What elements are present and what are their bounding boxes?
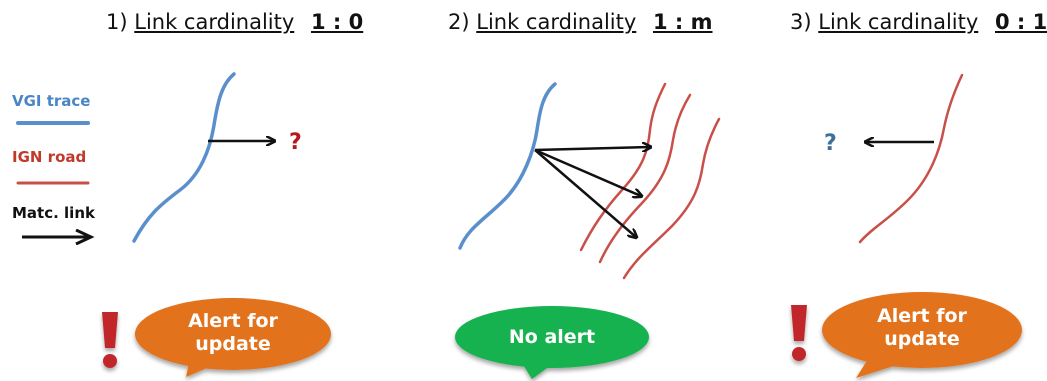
panel-1-exclamation-icon <box>102 312 118 368</box>
panel-3-alert-bubble <box>822 292 1022 378</box>
legend-ign-label: IGN road <box>12 148 87 166</box>
panel-2-bubble-text: No alert <box>472 326 632 349</box>
panel-2-vgi-trace <box>458 82 557 250</box>
panel-3-bubble-line1: Alert for <box>877 305 967 327</box>
panel-3-bubble-line2: update <box>884 328 960 350</box>
panel-2-no-alert-bubble <box>455 306 649 379</box>
panel-3-number: 3) <box>790 10 812 34</box>
panel-1-cardinality: 1 : 0 <box>310 10 364 34</box>
panel-2-link-arrow-3 <box>534 149 636 237</box>
panel-2-bubble-line1: No alert <box>508 326 596 348</box>
panel-3-bubble-text: Alert for update <box>842 305 1002 351</box>
panel-3-label: Link cardinality <box>818 10 979 34</box>
panel-2-link-arrow-1 <box>534 147 650 150</box>
panel-2-label: Link cardinality <box>476 10 637 34</box>
panel-1-label: Link cardinality <box>134 10 295 34</box>
panel-1-number: 1) <box>106 10 128 34</box>
panel-2-ign-road-2 <box>598 93 692 264</box>
panel-1-question-mark: ? <box>289 130 302 155</box>
panel-1-title: 1) Link cardinality 1 : 0 <box>106 10 363 34</box>
panel-3-ign-road <box>858 73 964 244</box>
panel-2-title: 2) Link cardinality 1 : m <box>448 10 713 34</box>
panel-1-bubble-line2: update <box>195 333 271 355</box>
panel-1-vgi-trace <box>132 72 236 243</box>
panel-2-ign-road-3 <box>622 117 721 280</box>
panel-2-number: 2) <box>448 10 470 34</box>
panel-2-link-arrow-2 <box>534 148 641 196</box>
panel-2-cardinality: 1 : m <box>652 10 713 34</box>
panel-1-bubble-text: Alert for update <box>153 310 313 356</box>
panel-1-bubble-line1: Alert for <box>188 310 278 332</box>
panel-3-cardinality: 0 : 1 <box>994 10 1047 34</box>
legend-vgi-label: VGI trace <box>12 92 91 110</box>
panel-1-alert-bubble <box>135 298 331 377</box>
panel-3-exclamation-icon <box>791 305 807 361</box>
legend-link-label: Matc. link <box>12 204 95 222</box>
panel-3-question-mark: ? <box>824 131 837 156</box>
panel-3-title: 3) Link cardinality 0 : 1 <box>790 10 1047 34</box>
panel-2-ign-road-1 <box>579 82 667 252</box>
